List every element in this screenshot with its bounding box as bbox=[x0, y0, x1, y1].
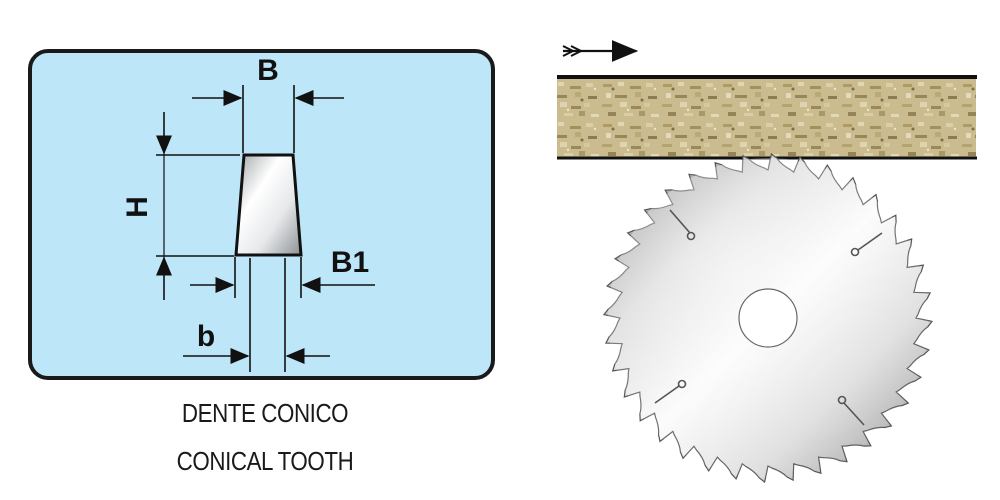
saw-blade bbox=[602, 152, 934, 484]
arrow-right-icon bbox=[562, 40, 639, 62]
caption-italian: DENTE CONICO bbox=[181, 398, 349, 428]
label-b1: B1 bbox=[331, 246, 369, 279]
tooth-shape bbox=[234, 153, 303, 257]
label-h: H bbox=[121, 196, 154, 218]
chipboard-board bbox=[557, 75, 977, 160]
dimension-h bbox=[156, 112, 240, 300]
dimension-b-small bbox=[183, 258, 330, 372]
arbor-hole bbox=[738, 288, 798, 348]
caption-english: CONICAL TOOTH bbox=[176, 446, 354, 476]
expansion-slots bbox=[654, 209, 883, 426]
label-b-body: b bbox=[197, 320, 215, 353]
dimension-b1 bbox=[190, 257, 375, 298]
label-b-top: B bbox=[257, 54, 279, 87]
dimension-b bbox=[192, 85, 344, 153]
